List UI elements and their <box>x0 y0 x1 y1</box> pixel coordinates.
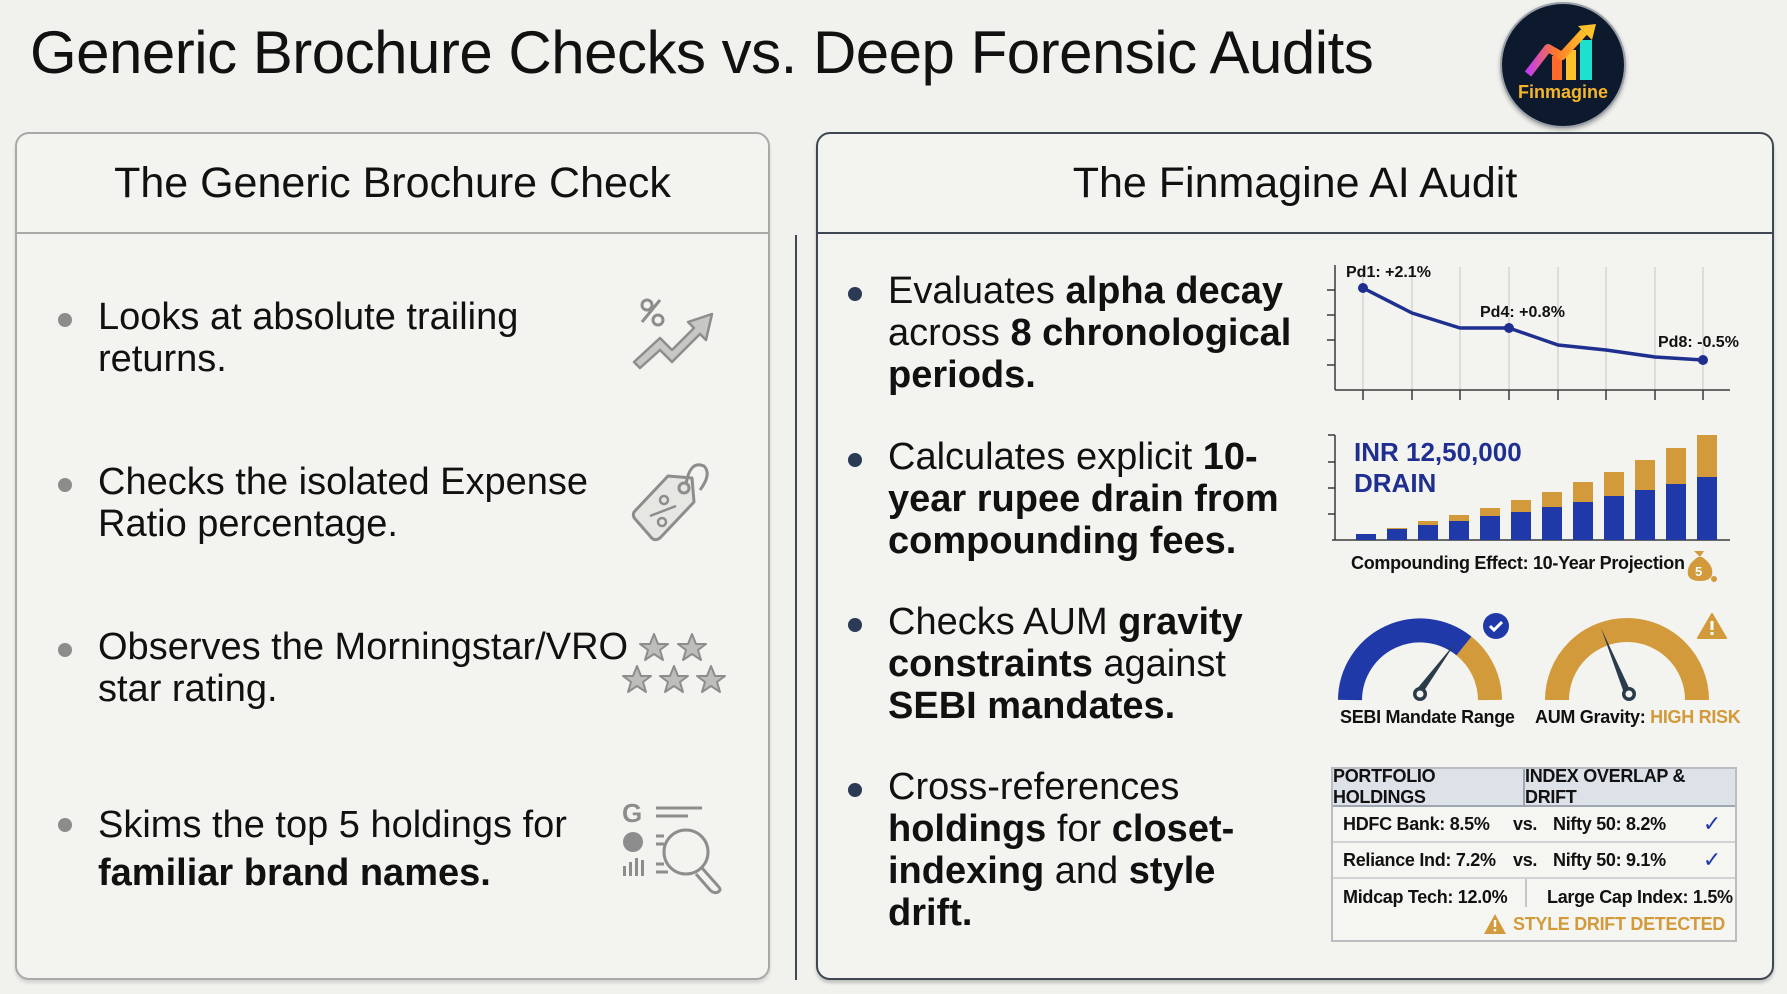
list-item: Cross-references holdings for closet-ind… <box>848 766 1298 934</box>
brand-search-icon: G <box>622 798 722 895</box>
bullet-icon <box>58 313 72 327</box>
check-badge-icon <box>1483 613 1509 639</box>
bullet-icon <box>848 287 862 301</box>
bullet-icon <box>848 618 862 632</box>
vertical-divider <box>795 235 797 980</box>
alpha-decay-line-chart: Pd1: +2.1% Pd4: +0.8% Pd8: -0.5% <box>1327 264 1739 400</box>
list-item: Observes the Morningstar/VRO star rating… <box>58 626 638 710</box>
panel-header: The Generic Brochure Check <box>17 134 768 234</box>
svg-text:Pd4: +0.8%: Pd4: +0.8% <box>1480 304 1565 321</box>
list-item: Checks AUM gravity constraints against S… <box>848 601 1298 727</box>
list-item: Looks at absolute trailing returns. <box>58 296 618 380</box>
svg-text:5: 5 <box>1695 564 1702 579</box>
bullet-icon <box>58 643 72 657</box>
logo-text: Finmagine <box>1517 82 1608 102</box>
svg-text:Pd1: +2.1%: Pd1: +2.1% <box>1346 264 1431 281</box>
check-icon: ✓ <box>1702 811 1721 836</box>
bullet-icon <box>58 818 72 832</box>
svg-text:G: G <box>622 798 642 828</box>
style-drift-alert: STYLE DRIFT DETECTED <box>1483 913 1725 935</box>
percent-tag-icon <box>631 463 709 542</box>
list-item: Evaluates alpha decay across 8 chronolog… <box>848 270 1298 396</box>
svg-text:DRAIN: DRAIN <box>1354 468 1436 498</box>
sebi-gauge-label: SEBI Mandate Range <box>1340 707 1515 727</box>
list-item: Checks the isolated Expense Ratio percen… <box>58 461 618 545</box>
growth-chart-logo-icon <box>1524 24 1596 80</box>
check-icon: ✓ <box>1702 847 1721 872</box>
warning-icon <box>1697 613 1727 639</box>
svg-text:INR 12,50,000: INR 12,50,000 <box>1354 437 1522 467</box>
warning-icon <box>1483 914 1506 934</box>
table-row: Midcap Tech: 12.0% Large Cap Index: 1.5%… <box>1333 879 1735 940</box>
bullet-icon <box>58 478 72 492</box>
svg-text:Pd8: -0.5%: Pd8: -0.5% <box>1658 334 1739 351</box>
holdings-overlap-table: PORTFOLIO HOLDINGS INDEX OVERLAP & DRIFT… <box>1331 766 1737 942</box>
sebi-mandate-gauge <box>1338 618 1502 701</box>
percent-trend-up-icon <box>632 298 714 370</box>
high-risk-status: HIGH RISK <box>1650 707 1741 727</box>
bar-chart-caption: Compounding Effect: 10-Year Projection <box>1351 553 1685 573</box>
aum-gauge-label: AUM Gravity: HIGH RISK <box>1535 707 1741 727</box>
bullet-icon <box>848 783 862 797</box>
generic-check-panel: The Generic Brochure Check <box>15 132 770 980</box>
finmagine-logo: Finmagine <box>1500 2 1626 128</box>
table-row: HDFC Bank: 8.5% vs. Nifty 50: 8.2% ✓ <box>1333 807 1735 843</box>
list-item: Calculates explicit 10-year rupee drain … <box>848 436 1298 562</box>
money-bag-icon: 5 <box>1687 551 1717 582</box>
fee-drain-bar-chart: INR 12,50,000 DRAIN <box>1328 434 1730 541</box>
five-stars-icon <box>622 633 726 693</box>
panel-header: The Finmagine AI Audit <box>818 134 1772 234</box>
aum-gravity-gauge <box>1545 618 1709 701</box>
table-header: PORTFOLIO HOLDINGS INDEX OVERLAP & DRIFT <box>1333 766 1735 807</box>
page-title: Generic Brochure Checks vs. Deep Forensi… <box>30 19 1374 86</box>
table-row: Reliance Ind: 7.2% vs. Nifty 50: 9.1% ✓ <box>1333 843 1735 879</box>
bullet-icon <box>848 453 862 467</box>
list-item: Skims the top 5 holdings for familiar br… <box>58 801 618 897</box>
